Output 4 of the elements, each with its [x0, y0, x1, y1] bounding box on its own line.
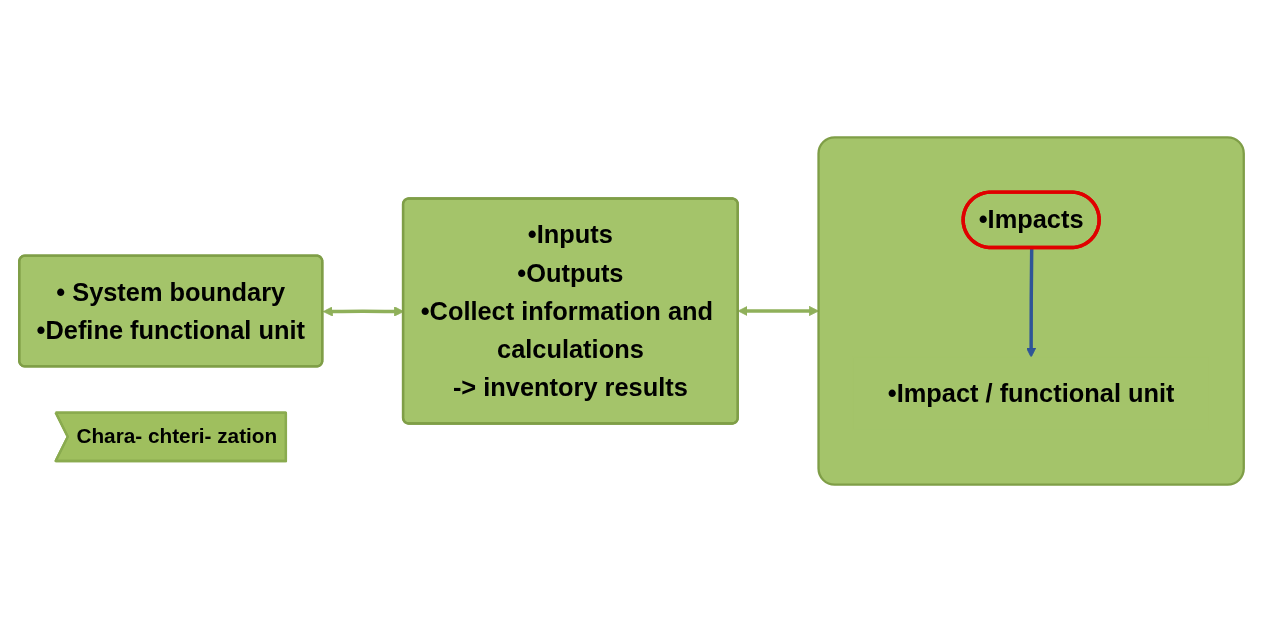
- arrow: [737, 305, 819, 317]
- node-text: •Impact / functional unit: [887, 379, 1175, 408]
- cluster: [817, 136, 1245, 486]
- arrow: [1026, 248, 1037, 358]
